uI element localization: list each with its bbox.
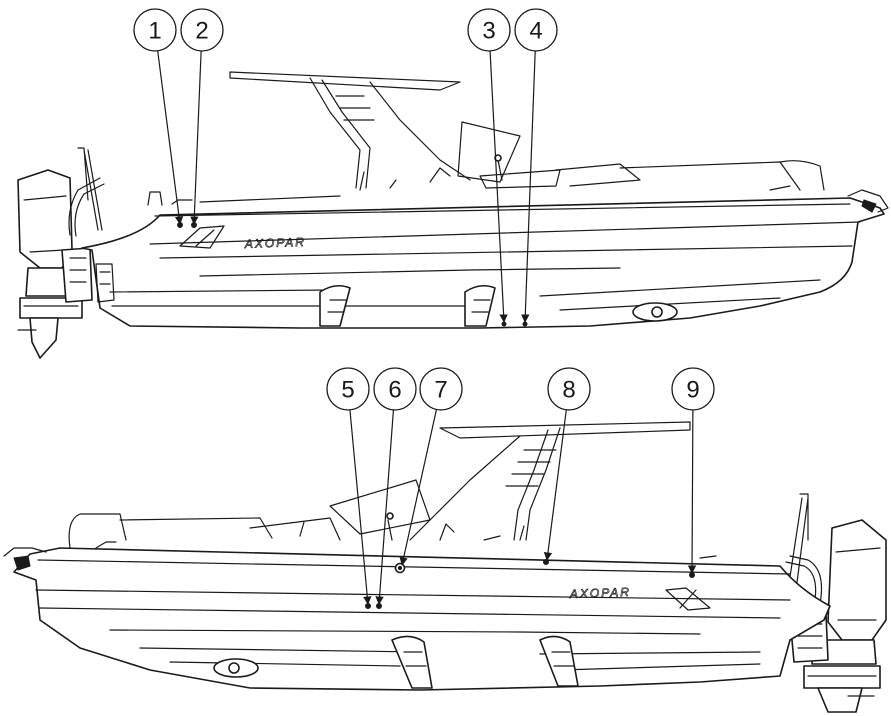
callouts: 1 2 3 4 5 6 7 8 9 (133, 8, 715, 605)
callout-label-1: 1 (148, 18, 161, 45)
marker-8 (543, 559, 549, 565)
callout-label-5: 5 (341, 377, 354, 404)
callout-circle-3 (467, 8, 511, 52)
deck-top (147, 71, 825, 206)
callout-label-2: 2 (195, 18, 208, 45)
callout-leader-5 (349, 409, 372, 605)
callout-circle-7 (419, 367, 463, 411)
callout-2: 2 (180, 8, 224, 225)
callout-8: 8 (543, 367, 591, 561)
callout-leader-9 (687, 409, 697, 574)
callout-5: 5 (326, 367, 372, 605)
callout-leader-2 (190, 50, 202, 225)
callout-leader-6 (375, 409, 395, 605)
callout-leader-4 (521, 50, 536, 323)
callout-circle-4 (514, 8, 558, 52)
callout-9: 9 (671, 367, 715, 574)
boat-top-view: AXOPAR (17, 71, 889, 359)
callout-label-9: 9 (686, 377, 699, 404)
outboard-engine-top (17, 169, 93, 359)
brand-logo-top: AXOPAR (244, 235, 307, 251)
marker-4 (522, 321, 528, 327)
callout-1: 1 (133, 8, 184, 225)
callout-leader-1 (157, 50, 184, 225)
hull-top (81, 189, 889, 329)
callout-6: 6 (373, 367, 417, 605)
marker-9 (689, 572, 695, 578)
marker-3 (501, 321, 507, 327)
outboard-engine-bottom (789, 519, 887, 713)
marker-5 (365, 603, 371, 609)
deck-bottom (68, 421, 717, 559)
callout-leader-3 (489, 50, 508, 323)
callout-label-6: 6 (388, 377, 401, 404)
callout-circle-8 (547, 367, 591, 411)
brand-logo-bottom: AXOPAR (569, 585, 632, 601)
callout-label-8: 8 (562, 377, 575, 404)
callout-leader-7 (399, 409, 438, 566)
boat-bottom-view: AXOPAR (3, 421, 887, 713)
callout-label-3: 3 (482, 18, 495, 45)
callout-circle-6 (373, 367, 417, 411)
callout-label-7: 7 (434, 377, 447, 404)
callout-circle-1 (133, 8, 177, 52)
callout-circle-2 (180, 8, 224, 52)
callout-label-4: 4 (529, 18, 542, 45)
callout-3: 3 (467, 8, 511, 323)
callout-circle-9 (671, 367, 715, 411)
hull-bottom (3, 547, 831, 691)
ski-pole-top (68, 147, 105, 237)
marker-6 (376, 603, 382, 609)
callout-4: 4 (514, 8, 558, 323)
callout-circle-5 (326, 367, 370, 411)
callout-leader-8 (543, 409, 567, 561)
callout-7: 7 (399, 367, 463, 566)
